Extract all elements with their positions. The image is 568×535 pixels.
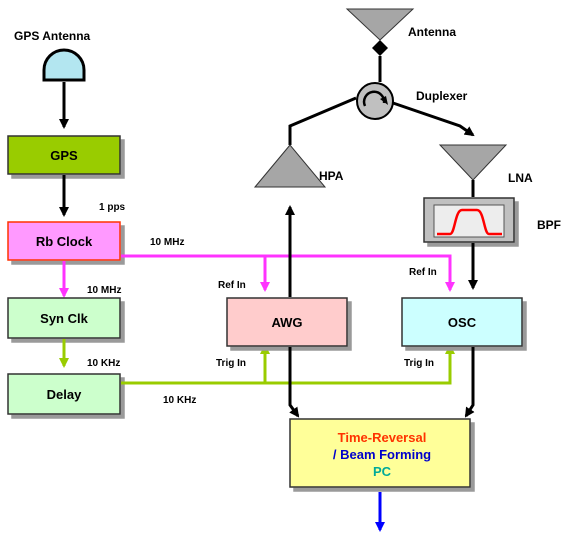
ref-in-osc-label: Ref In xyxy=(409,267,437,278)
awg-label: AWG xyxy=(271,315,302,330)
duplexer-icon xyxy=(356,82,394,120)
pps-label: 1 pps xyxy=(99,202,126,213)
duplexer-label: Duplexer xyxy=(416,89,468,103)
gps-antenna-icon xyxy=(42,48,86,82)
antenna-label: Antenna xyxy=(408,25,456,39)
delay-block: Delay xyxy=(7,373,121,415)
gps-block-label: GPS xyxy=(50,148,78,163)
pc-line3-label: PC xyxy=(373,464,392,479)
bpf-block xyxy=(423,197,515,243)
ten-mhz-main-label: 10 MHz xyxy=(150,237,184,248)
trig-in-osc-label: Trig In xyxy=(404,358,434,369)
ref-in-awg-label: Ref In xyxy=(218,280,246,291)
ten-khz-delay-label: 10 KHz xyxy=(87,358,120,369)
lna-icon xyxy=(438,144,508,181)
ref-line-osc xyxy=(121,254,455,292)
osc-label: OSC xyxy=(448,315,477,330)
bpf-label: BPF xyxy=(537,218,561,232)
syn-clk-label: Syn Clk xyxy=(40,311,88,326)
duplexer-to-lna-arrow xyxy=(392,101,475,137)
rb-clock-block: Rb Clock xyxy=(7,221,121,261)
syn-clk-block: Syn Clk xyxy=(7,297,121,339)
pc-line2-label: / Beam Forming xyxy=(333,447,431,462)
gps-antenna-label: GPS Antenna xyxy=(14,29,91,43)
hpa-icon xyxy=(253,144,327,188)
trig-line-osc xyxy=(121,344,455,385)
antenna-feed-icon xyxy=(372,40,388,56)
delay-label: Delay xyxy=(47,387,82,402)
awg-block: AWG xyxy=(226,297,348,347)
ten-khz-bus-label: 10 KHz xyxy=(163,395,196,406)
trig-in-awg-label: Trig In xyxy=(216,358,246,369)
awg-to-pc-arrow xyxy=(288,347,300,418)
hpa-label: HPA xyxy=(319,169,344,183)
pc-line1-label: Time-Reversal xyxy=(338,430,427,445)
osc-to-pc-arrow xyxy=(464,347,475,418)
antenna-icon xyxy=(345,8,415,41)
ten-mhz-syn-label: 10 MHz xyxy=(87,285,121,296)
pc-block: Time-Reversal / Beam Forming PC xyxy=(289,418,471,488)
gps-block: GPS xyxy=(7,135,121,175)
lna-label: LNA xyxy=(508,171,533,185)
bpf-curve-icon xyxy=(437,208,502,236)
hpa-to-duplexer-line xyxy=(288,96,357,145)
rb-clock-label: Rb Clock xyxy=(36,234,93,249)
osc-block: OSC xyxy=(401,297,523,347)
